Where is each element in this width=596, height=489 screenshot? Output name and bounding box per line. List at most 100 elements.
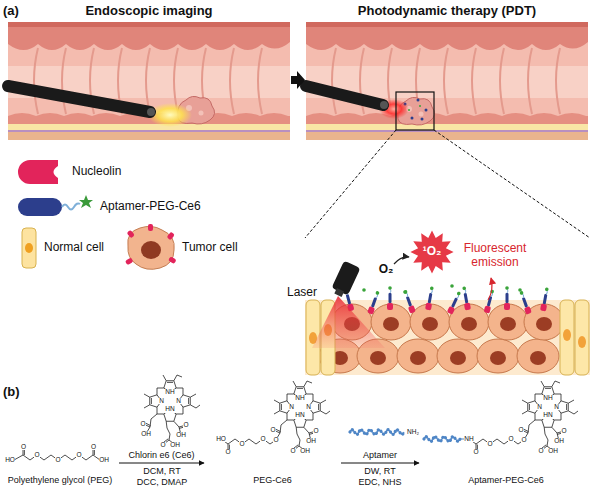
nucleolin-symbol [18, 160, 58, 184]
oxygen-label-holder: O₂ [379, 263, 394, 277]
atom-label-holder: O [273, 437, 279, 444]
atom-label: O [313, 428, 319, 435]
atom-label-holder: N [554, 404, 560, 411]
atom-label-holder: O [521, 437, 527, 444]
atom-label: OH [170, 442, 181, 449]
laser-device [330, 261, 361, 299]
atom-label: O [508, 436, 514, 443]
atom-label: HN [165, 406, 175, 413]
atom-label-holder: N [159, 398, 165, 405]
atom-label-holder: O [183, 422, 189, 429]
atom-label: O [487, 441, 493, 448]
atom-label: O [34, 452, 40, 459]
tumor-cell [397, 339, 439, 373]
reaction-arrow-o2 [394, 257, 409, 264]
atom-label: HO [216, 436, 227, 443]
panel-label-holder: (b) [3, 385, 20, 400]
atom-label-holder: O [34, 452, 40, 459]
ce6-structure [274, 381, 330, 450]
ce6-structure [522, 381, 578, 450]
tumor-nucleus [490, 351, 506, 365]
legend-text: Aptamer-PEG-Ce6 [100, 200, 201, 214]
laser-label-holder: Laser [287, 286, 317, 300]
reaction-reagent: Aptamer [362, 450, 398, 460]
tumor-cell-symbol [168, 256, 177, 264]
singlet-oxygen-label: ¹O₂ [423, 245, 442, 259]
compound-node: PEG-Ce6 [205, 440, 340, 488]
atom-label: O [183, 422, 189, 429]
atom-label-holder: N [537, 404, 543, 411]
legend-text: Normal cell [44, 241, 104, 255]
aptamer-symbol [18, 198, 62, 216]
free-ce6 [450, 284, 454, 288]
tumor-cell [437, 339, 479, 373]
legend-text: Nucleolin [72, 165, 121, 179]
tumor-nucleus [450, 351, 466, 365]
atom-label-holder: N [176, 398, 182, 405]
atom-label-holder: NH [464, 436, 474, 443]
free-ce6 [362, 288, 366, 292]
ce6-structure [144, 375, 200, 444]
tumor-nucleus [383, 317, 399, 331]
atom-label: NH [295, 395, 305, 402]
panel-label-holder: (a) [3, 4, 19, 19]
tumor-cell-symbol [125, 257, 134, 265]
atom-label-holder: NH [543, 395, 553, 402]
atom-label-holder: O [55, 457, 61, 464]
emission-arrow [488, 278, 492, 300]
atom-label: OH [99, 457, 110, 464]
reaction-condition: DCM, RT [143, 466, 180, 476]
atom-label: OH [306, 438, 317, 445]
zoom-lines [305, 130, 590, 238]
probe-marks [417, 99, 420, 102]
atom-label-holder: HN [165, 406, 175, 413]
atom-label: OH [300, 448, 311, 455]
atom-label-holder: O [473, 449, 479, 456]
atom-label: O [140, 421, 146, 428]
reaction-reagent-holder: Chlorin e6 (Ce6) [127, 450, 195, 460]
singlet-oxygen-burst [410, 230, 453, 273]
atom-label: O [225, 449, 231, 456]
aptamer-bound-nucleolin [402, 289, 416, 313]
aptamer-symbol [79, 195, 93, 208]
atom-label-holder: O [239, 441, 245, 448]
legend-text: Tumor cell [182, 241, 238, 255]
aptamer-strand [424, 437, 464, 442]
atom-label: OH [548, 448, 559, 455]
endoscope-tip [147, 108, 155, 116]
tumor-cell [517, 339, 559, 373]
emission-label-holder: Fluorescent emission [457, 242, 533, 270]
legend-text-holder: Aptamer-PEG-Ce6 [100, 200, 201, 214]
atom-label-holder: O [538, 448, 544, 455]
panel-title-holder: Endoscopic imaging [85, 4, 212, 19]
panel-title-holder: Photodynamic therapy (PDT) [358, 4, 536, 19]
laser-label: Laser [287, 286, 317, 300]
normal-nucleus [578, 336, 586, 348]
reaction-condition-holder: EDC, NHS [358, 477, 401, 487]
atom-label-holder: O [76, 452, 82, 459]
aptamer-symbol [62, 203, 80, 209]
aptamer-strand [350, 430, 404, 435]
emission-label: Fluorescent emission [457, 242, 533, 270]
normal-cell-symbol [25, 243, 33, 253]
atom-label: O [90, 444, 96, 451]
reaction-condition-holder: DW, RT [364, 466, 395, 476]
atom-label-holder: NH [295, 395, 305, 402]
aptamer-bound-nucleolin [461, 286, 471, 310]
compound-name: PEG-Ce6 [253, 475, 292, 485]
atom-label: O [55, 457, 61, 464]
atom-label-holder: N [289, 404, 295, 411]
reaction-arrow [119, 463, 204, 464]
tumor-cell-symbol [128, 226, 175, 269]
panel-title: Endoscopic imaging [85, 4, 212, 19]
atom-label: O [20, 444, 26, 451]
aptamer-strand [350, 430, 464, 442]
atom-label-holder: NH₂ [407, 429, 420, 436]
atom-label: NH [543, 395, 553, 402]
normal-cell [575, 300, 589, 375]
reaction-condition: EDC, NHS [358, 477, 401, 487]
atom-label: HO [5, 457, 16, 464]
atom-label-holder: OH [300, 448, 311, 455]
atom-label-holder: O [20, 444, 26, 451]
